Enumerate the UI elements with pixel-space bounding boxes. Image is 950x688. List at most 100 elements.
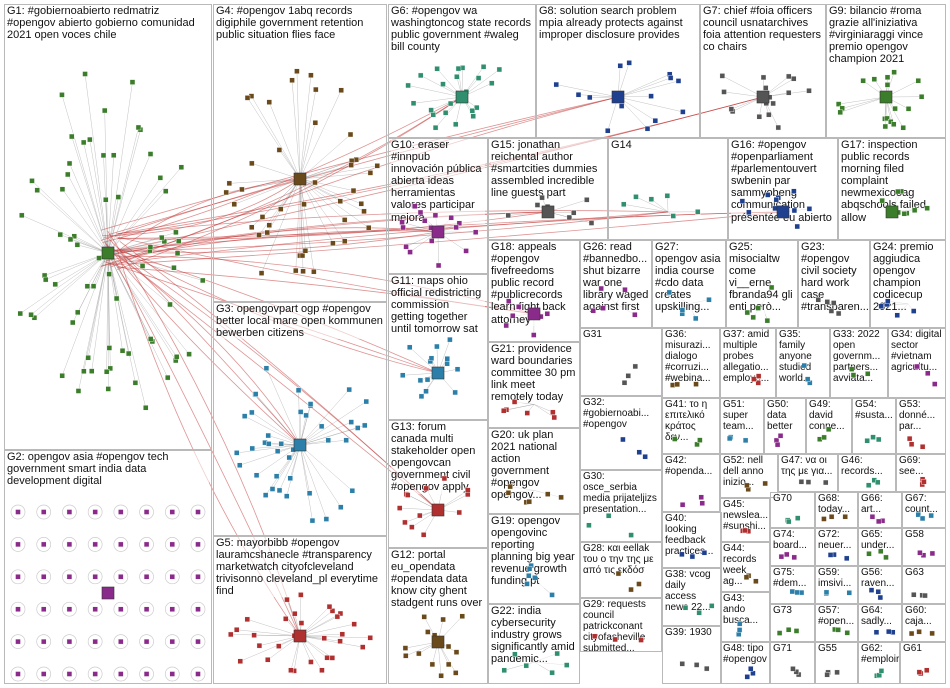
node-g1 [105, 386, 111, 392]
node-g6 [432, 124, 439, 131]
node-g3 [323, 516, 330, 522]
node-g3 [237, 462, 243, 468]
node-g1 [28, 312, 34, 318]
node-g15 [588, 220, 595, 226]
node-g3 [318, 423, 325, 430]
node-g1 [147, 151, 154, 157]
node-g22 [501, 667, 507, 674]
edge-g1 [62, 189, 109, 254]
self-loop-g2 [164, 504, 180, 520]
group-label-g15: G15: jonathan reichental author #smartci… [491, 139, 605, 200]
group-box-g67: G67: count... [902, 492, 946, 528]
edge-g1 [30, 252, 109, 315]
node-g17 [901, 211, 908, 217]
group-label-g53: G53: donné... par... [899, 399, 943, 432]
self-loop-g2 [10, 666, 26, 682]
self-loop-g2 [87, 569, 103, 585]
node-g2 [143, 574, 150, 580]
node-g60 [916, 629, 922, 635]
edge-g9 [840, 96, 887, 113]
edge-g4 [299, 172, 371, 180]
self-loop-g2 [139, 601, 154, 617]
node-g49 [821, 434, 827, 441]
group-label-g22: G22: india cybersecurity industry grows … [491, 605, 577, 666]
node-g68 [821, 516, 827, 522]
node-g16 [794, 223, 800, 230]
node-g1 [129, 79, 136, 85]
node-g3 [284, 493, 290, 499]
node-g8 [626, 60, 632, 66]
node-g8 [617, 63, 623, 69]
edge-g3 [286, 444, 301, 497]
node-g12 [425, 629, 431, 635]
node-g13 [405, 492, 411, 498]
edge-g8 [617, 80, 679, 98]
node-g47 [805, 479, 812, 485]
group-label-g33: G33: 2022 open governm... partners... av… [833, 329, 885, 384]
group-box-g54: G54: #susta... [852, 398, 896, 454]
inter-group-edge [102, 178, 301, 236]
node-g6 [480, 64, 487, 70]
node-g3 [303, 412, 309, 419]
group-box-g73: G73 [770, 604, 815, 642]
group-box-g13: G13: forum canada multi stakeholder open… [388, 420, 488, 548]
node-g1 [106, 345, 113, 351]
node-g5 [351, 621, 357, 627]
node-g67 [928, 512, 934, 519]
edge-g1 [107, 153, 151, 254]
node-g67 [915, 511, 922, 518]
node-g1 [163, 188, 169, 194]
group-label-g74: G74: board... [773, 529, 812, 551]
node-g3 [253, 472, 260, 478]
node-g46 [875, 479, 881, 486]
node-g2 [15, 638, 21, 645]
edge-g1 [78, 252, 109, 392]
node-g7 [756, 114, 763, 120]
node-g9 [835, 101, 842, 107]
hub-node-g7 [756, 90, 770, 104]
group-label-g39: G39: 1930 [665, 627, 719, 638]
node-g20 [505, 490, 512, 496]
edge-g3 [298, 390, 301, 446]
group-box-g5: G5: mayorbibb #opengov lauramcshanecle #… [213, 536, 387, 684]
hub-node-g5 [293, 629, 307, 643]
node-g9 [891, 69, 897, 75]
node-g41 [694, 441, 700, 448]
node-g4 [365, 225, 372, 231]
node-g12 [416, 650, 422, 657]
self-loop-g2 [62, 569, 77, 585]
node-g4 [312, 179, 318, 186]
edge-g1 [107, 252, 177, 358]
group-box-g15: G15: jonathan reichental author #smartci… [488, 138, 608, 240]
group-label-g66: G66: art... [861, 493, 899, 515]
node-g2 [41, 574, 47, 580]
edge-g5 [299, 635, 363, 648]
node-g8 [575, 91, 582, 98]
node-g16 [791, 207, 798, 214]
inter-group-edge [108, 96, 619, 236]
self-loop-g2 [62, 666, 77, 682]
group-label-g31: G31 [583, 329, 659, 340]
node-g2 [92, 574, 98, 580]
node-g43 [736, 621, 743, 627]
node-g44 [743, 574, 750, 581]
self-loop-g2 [190, 634, 206, 649]
self-loop-g2 [113, 569, 129, 585]
group-box-g29: G29: requests council patrickconant city… [580, 598, 662, 652]
self-loop-g2 [164, 537, 180, 552]
node-g5 [265, 657, 271, 663]
node-g33 [865, 371, 871, 377]
inter-group-edge [101, 96, 463, 267]
edge-g1 [71, 136, 109, 254]
hub-node-g4 [293, 172, 307, 186]
hub-node-g1 [101, 246, 115, 260]
self-loop-g2 [36, 666, 52, 682]
node-g11 [452, 389, 458, 396]
group-label-g75: G75: #dem... [773, 567, 812, 589]
node-g55 [834, 669, 840, 676]
group-box-g8: G8: solution search problem mpia already… [536, 4, 700, 138]
edge-g5 [299, 635, 341, 642]
node-g2 [41, 671, 47, 677]
node-g4 [302, 248, 309, 254]
